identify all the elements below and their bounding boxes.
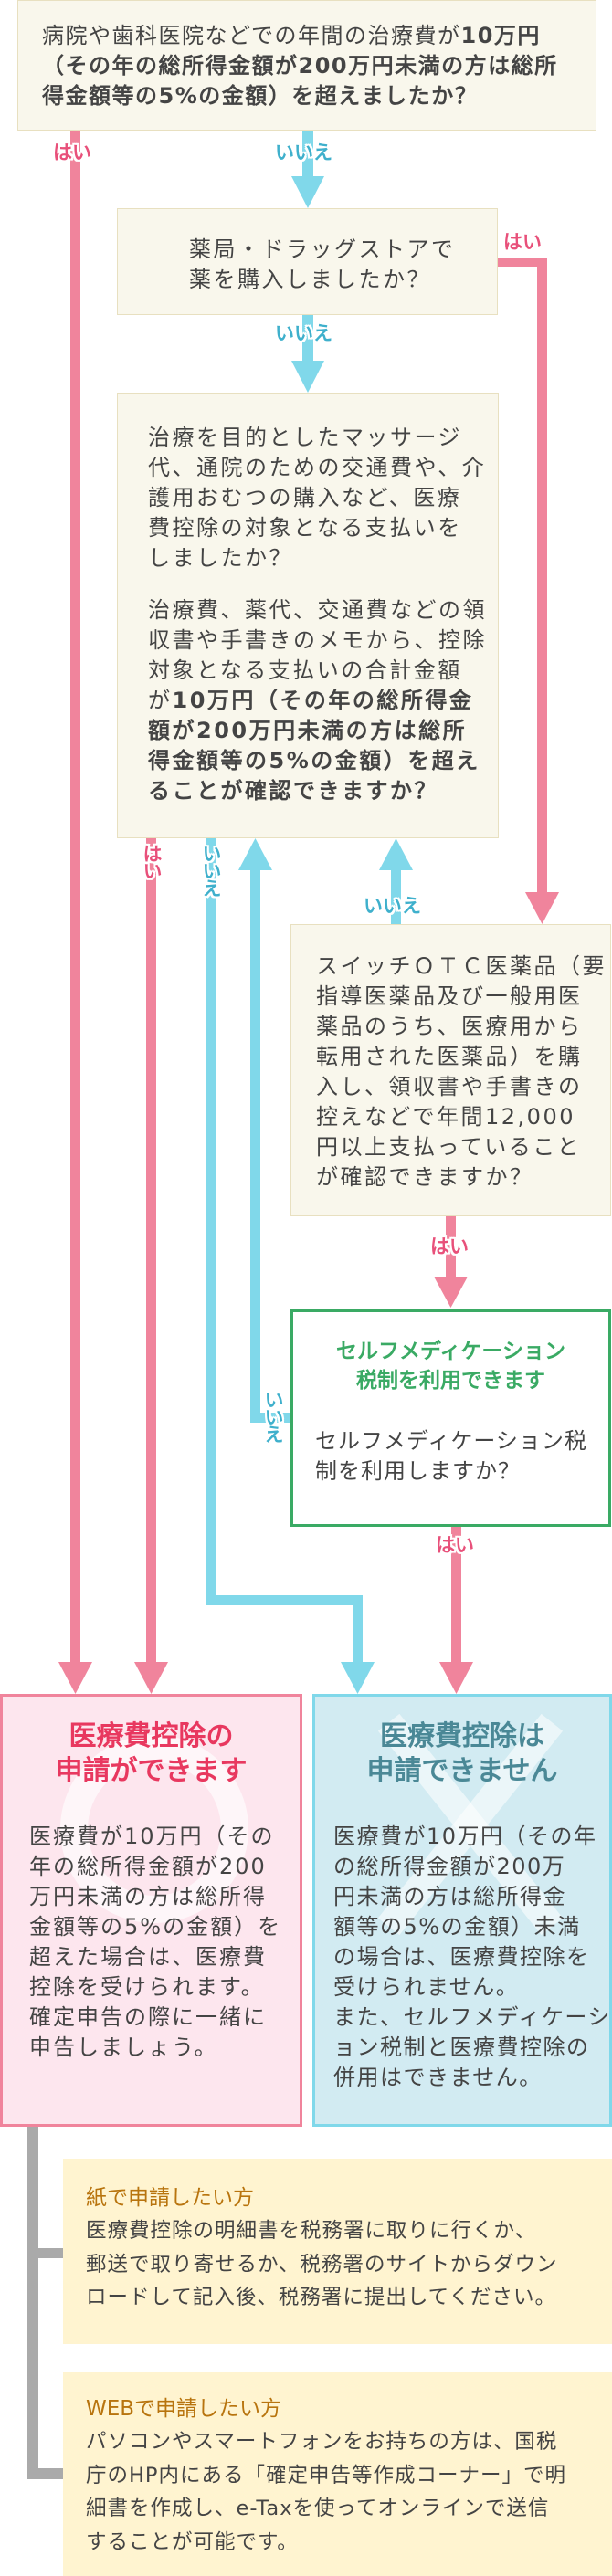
- paper-application-body: 医療費控除の明細書を税務署に取りに行くか、 郵送で取り寄せるか、税務署のサイトか…: [86, 2219, 558, 2309]
- label-yes-q1: はい: [53, 142, 91, 163]
- yes-arrowhead-q2: [525, 892, 559, 924]
- question-3-box: 治療を目的としたマッサージ 代、通院のための交通費や、介 護用おむつの購入など、…: [117, 393, 499, 838]
- result-eligible-body: 医療費が10万円（その 年の総所得金額が200 万円未満の方は総所得 金額等の5…: [29, 1824, 282, 2060]
- result-ineligible-box: 医療費控除は 申請できません 医療費が10万円（その年 の総所得金額が200万 …: [312, 1694, 612, 2127]
- label-no-q4: いいえ: [364, 895, 421, 917]
- question-3-paragraph-2-bold: 10万円（その年の総所得金 額が200万円未満の方は総所 得金額等の5%の金額）…: [148, 688, 480, 804]
- cross-mark-icon: [377, 1713, 564, 1936]
- question-2-box: 薬局・ドラッグストアで 薬を購入しましたか？: [117, 208, 498, 315]
- label-no-q1: いいえ: [275, 142, 332, 163]
- yes-line-q3: [146, 838, 156, 1662]
- no-arrowhead-q4: [379, 838, 413, 870]
- yes-arrowhead-q3: [134, 1662, 168, 1694]
- no-line-selfmed-v: [250, 870, 260, 1423]
- question-3-paragraph-1: 治療を目的としたマッサージ 代、通院のための交通費や、介 護用おむつの購入など、…: [148, 425, 487, 571]
- yes-arrowhead-q1: [58, 1662, 92, 1694]
- bracket-line: [27, 2127, 38, 2479]
- self-medication-question: セルフメディケーション税 制を利用しますか？: [315, 1428, 587, 1484]
- yes-line-q1: [70, 131, 80, 1662]
- yes-line-q2-h: [498, 258, 547, 267]
- question-1-text-bold: 10万円 （その年の総所得金額が200万円未満の方は総所 得金額等の5%の金額）…: [42, 23, 558, 109]
- circle-mark-icon: [60, 1735, 248, 1923]
- question-1-box: 病院や歯科医院などでの年間の治療費が10万円 （その年の総所得金額が200万円未…: [17, 0, 596, 131]
- no-line-q3-h: [206, 1595, 363, 1605]
- label-no-selfmed: いいえ: [262, 1390, 284, 1442]
- yes-line-q4: [446, 1216, 456, 1277]
- bracket-branch-paper: [27, 2248, 63, 2258]
- no-line-q3-v: [206, 838, 216, 1605]
- result-ineligible-title: 医療費控除は 申請できません: [366, 1720, 558, 1787]
- result-ineligible-body: 医療費が10万円（その年 の総所得金額が200万 円未満の方は総所得金 額等の5…: [333, 1824, 611, 2090]
- label-yes-q4: はい: [430, 1235, 469, 1257]
- paper-application-title: 紙で申請したい方: [86, 2186, 254, 2210]
- question-3-paragraph-2: 治療費、薬代、交通費などの領 収書や手書きのメモから、控除 対象となる支払いの合…: [148, 595, 498, 806]
- no-arrowhead-selfmed: [238, 838, 272, 870]
- question-4-text: スイッチＯＴＣ医薬品（要 指導医薬品及び一般用医 薬品のうち、医療用から 転用さ…: [316, 953, 607, 1190]
- bracket-branch-web: [27, 2468, 63, 2479]
- no-line-q4: [391, 870, 401, 924]
- self-medication-box: セルフメディケーション 税制を利用できます セルフメディケーション税 制を利用し…: [290, 1309, 611, 1527]
- no-line-q2: [302, 315, 313, 361]
- yes-arrowhead-q4: [434, 1277, 468, 1308]
- question-1-text-normal: 病院や歯科医院などでの年間の治療費が: [42, 23, 461, 48]
- question-4-box: スイッチＯＴＣ医薬品（要 指導医薬品及び一般用医 薬品のうち、医療用から 転用さ…: [290, 924, 611, 1216]
- label-yes-q3: はい: [141, 844, 163, 878]
- self-medication-title: セルフメディケーション 税制を利用できます: [336, 1340, 565, 1393]
- web-application-body: パソコンやスマートフォンをお持ちの方は、国税 庁のHP内にある「確定申告等作成コ…: [86, 2430, 566, 2554]
- yes-arrowhead-selfmed: [439, 1662, 473, 1694]
- web-application-box: WEBで申請したい方 パソコンやスマートフォンをお持ちの方は、国税 庁のHP内に…: [63, 2372, 612, 2576]
- no-line-q1: [302, 131, 313, 176]
- yes-line-q2-v: [537, 258, 547, 892]
- question-2-text: 薬局・ドラッグストアで 薬を購入しましたか？: [189, 237, 456, 292]
- no-arrowhead-q1: [291, 176, 324, 208]
- yes-line-selfmed: [451, 1527, 461, 1662]
- result-eligible-title: 医療費控除の 申請ができます: [55, 1720, 248, 1787]
- label-no-q3: いいえ: [200, 844, 222, 896]
- question-1-text: 病院や歯科医院などでの年間の治療費が10万円 （その年の総所得金額が200万円未…: [42, 21, 596, 111]
- label-no-q2: いいえ: [275, 322, 332, 344]
- no-arrowhead-q2: [291, 361, 324, 393]
- label-yes-selfmed: はい: [436, 1534, 474, 1556]
- question-3-paragraph-2-normal: 治療費、薬代、交通費などの領 収書や手書きのメモから、控除 対象となる支払いの合…: [148, 597, 487, 713]
- web-application-title: WEBで申請したい方: [86, 2397, 282, 2421]
- no-line-selfmed-h: [250, 1413, 290, 1423]
- paper-application-box: 紙で申請したい方 医療費控除の明細書を税務署に取りに行くか、 郵送で取り寄せるか…: [63, 2159, 612, 2344]
- result-eligible-box: 医療費控除の 申請ができます 医療費が10万円（その 年の総所得金額が200 万…: [0, 1694, 302, 2127]
- no-arrowhead-q3: [341, 1662, 375, 1694]
- label-yes-q2: はい: [503, 231, 542, 253]
- no-line-q3-v2: [353, 1595, 363, 1662]
